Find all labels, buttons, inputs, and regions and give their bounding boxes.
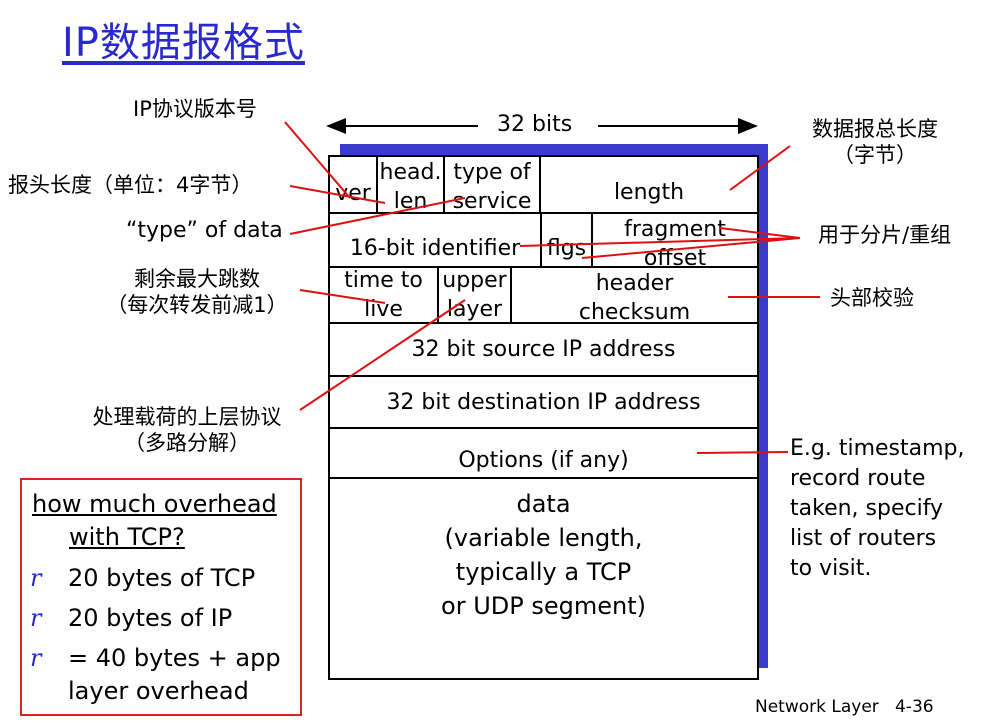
annotation-options-example: E.g. timestamp, record route taken, spec… [790,436,965,581]
pointer-total-length [729,145,791,191]
field-identifier: 16-bit identifier [349,235,521,261]
page-title: IP数据报格式 [62,20,305,66]
annotation-total-length: 数据报总长度 （字节） [812,117,938,167]
field-source-address: 32 bit source IP address [411,337,676,362]
field-data: data (variable length, typically a TCP o… [441,490,646,620]
list-item: r= 40 bytes + app layer overhead [30,644,281,705]
field-head-len: head. len [379,159,442,213]
pointer-options [696,451,789,454]
pointer-type-of-data [289,197,466,235]
pointer-header-length [289,185,386,204]
pointer-fragment-2 [519,237,801,247]
annotation-ttl: 剩余最大跳数 （每次转发前减1） [106,267,288,317]
bits-label: 32 bits [497,112,573,137]
bullet-icon: r [30,604,42,632]
field-type-of-service: type of service [452,159,532,213]
footer: Network Layer 4-36 [755,697,934,717]
overhead-heading: how much overhead with TCP? [32,490,277,551]
field-length: length [613,180,685,205]
pointer-fragment-3 [581,237,801,259]
annotation-version: IP协议版本号 [133,97,257,121]
field-upper-layer: upper layer [442,268,507,322]
annotation-checksum: 头部校验 [830,286,914,310]
field-header-checksum: header checksum [578,271,691,322]
field-fragment-offset: fragment offset [624,217,726,266]
pointer-ttl [299,289,386,304]
field-ver: ver [335,181,371,206]
datagram-diagram: ver head. len type of service length 16-… [328,155,759,680]
annotation-header-length: 报头长度（单位：4字节） [8,173,253,197]
pointer-fragment-1 [719,227,801,239]
annotation-fragment: 用于分片/重组 [818,223,952,247]
pointer-upper-layer [299,299,466,411]
annotation-upper-layer: 处理载荷的上层协议 （多路分解） [92,405,282,455]
bullet-icon: r [30,644,42,672]
field-flags: flgs [546,235,587,261]
pointer-version [284,121,351,199]
field-options: Options (if any) [458,447,629,473]
field-destination-address: 32 bit destination IP address [386,389,701,415]
bullet-icon: r [30,564,42,592]
annotation-type-of-data: “type” of data [126,218,283,243]
